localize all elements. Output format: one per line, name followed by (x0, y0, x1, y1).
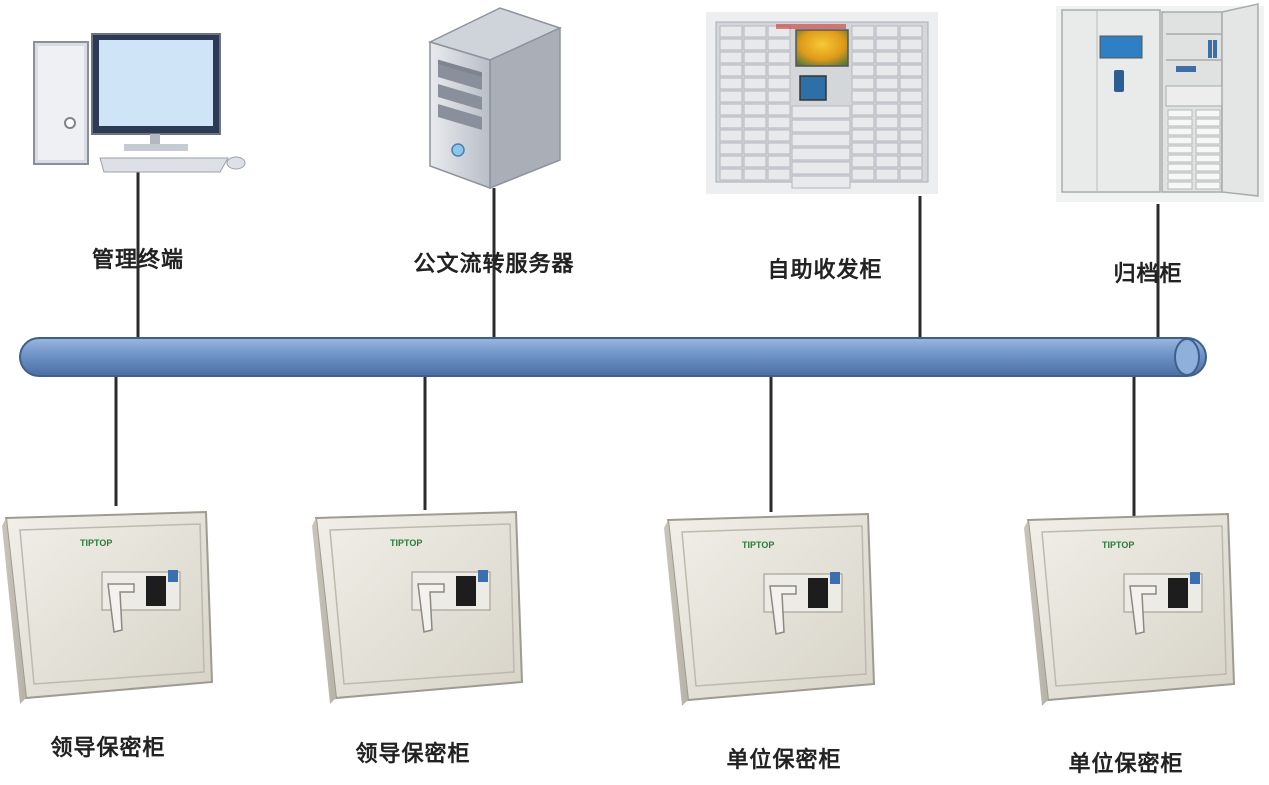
safe-icon-unit-safe-2: TIPTOP (1024, 512, 1236, 706)
safe-icon-leader-safe-1: TIPTOP (2, 510, 214, 704)
safe-icon-unit-safe-1: TIPTOP (664, 512, 876, 706)
safe-brand-label: TIPTOP (742, 540, 774, 550)
server-tower-icon (427, 7, 563, 190)
node-label-leader-safe-1: 领导保密柜 (50, 736, 166, 761)
node-label-leader-safe-2: 领导保密柜 (355, 742, 471, 767)
safe-icon-leader-safe-2: TIPTOP (312, 510, 524, 704)
node-label-unit-safe-2: 单位保密柜 (1068, 752, 1184, 777)
desktop-computer-icon (33, 33, 246, 173)
node-label-self-service-cabinet: 自助收发柜 (767, 258, 883, 283)
safe-brand-label: TIPTOP (80, 538, 112, 548)
bus-pipe (19, 337, 1207, 377)
connector-lines (114, 168, 1160, 516)
network-bus (19, 337, 1207, 377)
safe-brand-label: TIPTOP (390, 538, 422, 548)
bus-pipe-end (1174, 338, 1200, 376)
self-service-locker-icon (706, 12, 938, 194)
secret-safes: TIPTOP TIPTOP TIPTOP TIPTOP (2, 510, 1236, 706)
node-label-document-server: 公文流转服务器 (413, 252, 575, 277)
safe-brand-label: TIPTOP (1102, 540, 1134, 550)
archive-cabinet-icon (1056, 3, 1264, 202)
node-label-management-terminal: 管理终端 (91, 248, 185, 273)
node-label-unit-safe-1: 单位保密柜 (726, 748, 842, 773)
node-label-archive-cabinet: 归档柜 (1113, 262, 1183, 287)
